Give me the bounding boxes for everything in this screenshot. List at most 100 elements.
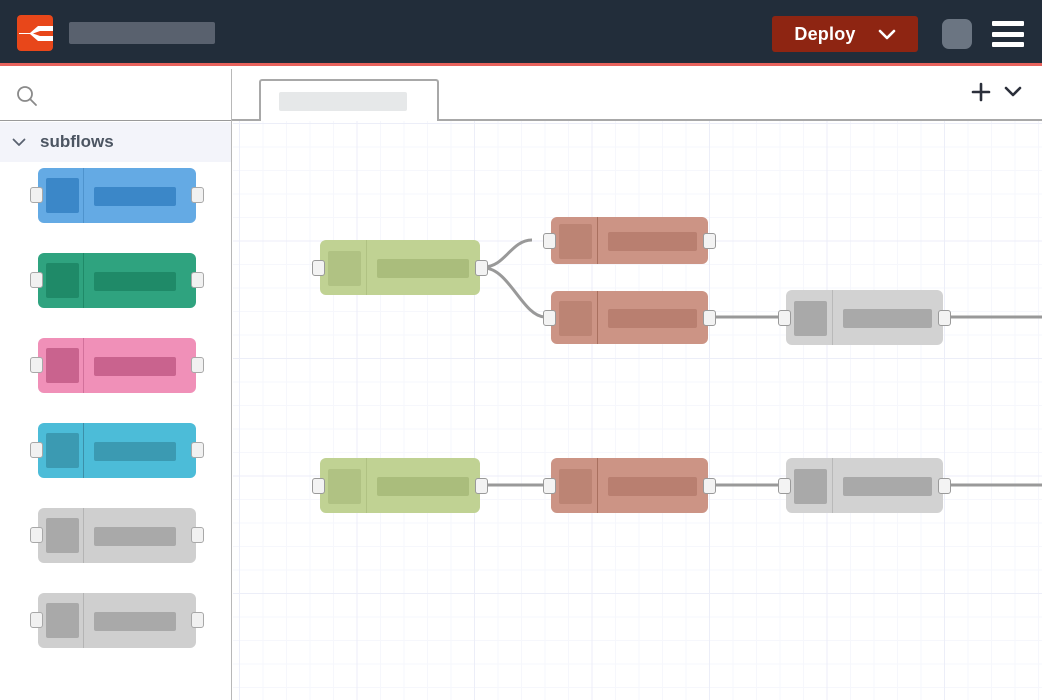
node-icon	[559, 300, 592, 336]
hamburger-menu-icon[interactable]	[992, 21, 1024, 47]
node-output-port[interactable]	[703, 477, 716, 494]
node-input-port[interactable]	[30, 357, 43, 373]
palette-node-5[interactable]	[30, 508, 204, 563]
node-input-port[interactable]	[30, 527, 43, 543]
flow-node-salmon-3[interactable]	[543, 458, 716, 513]
user-avatar-icon[interactable]	[942, 19, 972, 49]
node-label	[843, 308, 932, 328]
search-icon[interactable]	[16, 85, 38, 112]
node-divider	[83, 168, 84, 223]
palette-sidebar: subflows	[0, 69, 232, 700]
hamburger-bar-2	[992, 31, 1024, 37]
wire-green1-to-salmon2[interactable]	[483, 266, 546, 319]
node-divider	[83, 508, 84, 563]
node-label	[94, 612, 176, 631]
node-label	[94, 187, 176, 206]
node-output-port[interactable]	[191, 442, 204, 458]
node-icon	[559, 468, 592, 504]
node-label	[608, 231, 697, 251]
node-output-port[interactable]	[475, 259, 488, 276]
node-label	[843, 476, 932, 496]
node-red-logo-icon[interactable]	[17, 15, 53, 51]
node-divider	[83, 253, 84, 308]
node-divider	[83, 338, 84, 393]
flow-node-salmon-2[interactable]	[543, 291, 716, 344]
node-icon	[794, 468, 827, 504]
node-divider	[83, 593, 84, 648]
node-icon	[46, 263, 79, 298]
node-input-port[interactable]	[778, 477, 791, 494]
sidebar-section-label: subflows	[40, 132, 114, 151]
node-label	[94, 272, 176, 291]
node-output-port[interactable]	[191, 187, 204, 203]
node-divider	[597, 217, 598, 264]
node-input-port[interactable]	[543, 477, 556, 494]
node-output-port[interactable]	[938, 309, 951, 326]
node-divider	[832, 458, 833, 513]
chevron-down-icon[interactable]	[12, 137, 26, 147]
chevron-down-icon	[878, 28, 896, 40]
flow-tab-label	[279, 92, 407, 111]
hamburger-bar-1	[992, 21, 1024, 26]
node-input-port[interactable]	[778, 309, 791, 326]
node-input-port[interactable]	[30, 187, 43, 203]
node-input-port[interactable]	[30, 612, 43, 628]
node-icon	[46, 603, 79, 638]
plus-icon[interactable]	[970, 81, 992, 108]
node-divider	[597, 291, 598, 344]
flow-node-green-2[interactable]	[312, 458, 488, 513]
chevron-down-icon[interactable]	[1002, 83, 1024, 104]
node-divider	[832, 290, 833, 345]
flow-node-salmon-1[interactable]	[543, 217, 716, 264]
node-label	[377, 476, 469, 496]
flow-tabbar	[232, 69, 1042, 123]
node-input-port[interactable]	[543, 309, 556, 326]
node-output-port[interactable]	[191, 612, 204, 628]
palette-node-6[interactable]	[30, 593, 204, 648]
node-output-port[interactable]	[703, 232, 716, 249]
palette-node-2[interactable]	[30, 253, 204, 308]
node-icon	[46, 518, 79, 553]
palette-search-row[interactable]	[0, 69, 231, 121]
node-label	[94, 357, 176, 376]
flow-node-green-1[interactable]	[312, 240, 488, 295]
node-label	[608, 476, 697, 496]
flow-node-gray-2[interactable]	[778, 458, 951, 513]
node-label	[608, 308, 697, 328]
node-icon	[328, 468, 361, 504]
node-output-port[interactable]	[475, 477, 488, 494]
node-output-port[interactable]	[703, 309, 716, 326]
sidebar-section-subflows[interactable]: subflows	[0, 122, 231, 162]
node-input-port[interactable]	[30, 272, 43, 288]
node-input-port[interactable]	[543, 232, 556, 249]
node-output-port[interactable]	[191, 272, 204, 288]
node-icon	[559, 223, 592, 259]
node-input-port[interactable]	[312, 259, 325, 276]
node-icon	[328, 250, 361, 286]
node-icon	[46, 348, 79, 383]
deploy-button-label: Deploy	[794, 23, 856, 44]
flow-node-gray-1[interactable]	[778, 290, 951, 345]
flow-tab-1[interactable]	[259, 79, 439, 123]
app-title-placeholder	[69, 22, 215, 44]
node-icon	[46, 178, 79, 213]
wire-green1-to-salmon1[interactable]	[483, 238, 533, 269]
node-output-port[interactable]	[938, 477, 951, 494]
palette-node-list	[0, 168, 231, 648]
node-input-port[interactable]	[312, 477, 325, 494]
node-icon	[46, 433, 79, 468]
palette-node-4[interactable]	[30, 423, 204, 478]
node-icon	[794, 300, 827, 336]
deploy-button[interactable]: Deploy	[772, 16, 918, 52]
palette-node-3[interactable]	[30, 338, 204, 393]
palette-node-1[interactable]	[30, 168, 204, 223]
node-label	[94, 527, 176, 546]
node-input-port[interactable]	[30, 442, 43, 458]
node-output-port[interactable]	[191, 357, 204, 373]
node-divider	[83, 423, 84, 478]
node-label	[377, 258, 469, 278]
node-divider	[597, 458, 598, 513]
node-output-port[interactable]	[191, 527, 204, 543]
flow-canvas[interactable]	[233, 121, 1042, 700]
